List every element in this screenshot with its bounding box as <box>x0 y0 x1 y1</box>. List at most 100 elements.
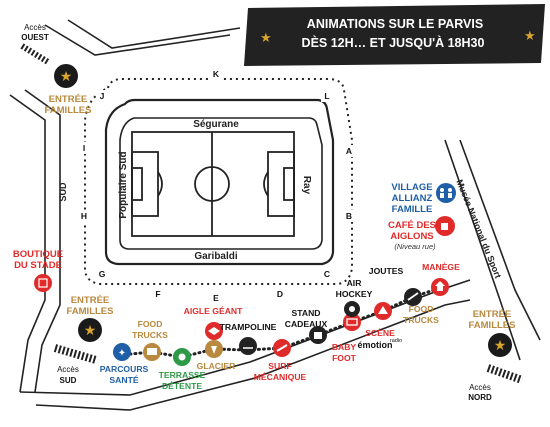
gate-g: G <box>96 268 108 280</box>
runner-icon <box>113 343 131 361</box>
svg-text:K: K <box>213 69 220 79</box>
star-icon <box>54 64 78 88</box>
svg-text:BABY: BABY <box>332 342 357 352</box>
poi-food-trucks-1[interactable]: FOOD TRUCKS <box>132 319 168 361</box>
svg-text:BOUTIQUE: BOUTIQUE <box>13 249 63 260</box>
svg-text:★: ★ <box>60 68 73 84</box>
svg-text:CAFÉ DES: CAFÉ DES <box>388 220 436 231</box>
svg-text:PARCOURS: PARCOURS <box>100 364 149 374</box>
svg-text:C: C <box>324 269 330 279</box>
stadium-shell <box>104 98 335 266</box>
banner-star-right: ★ <box>524 28 536 43</box>
poi-glacier[interactable]: GLACIER <box>197 340 236 371</box>
access-ouest: Accès OUEST <box>20 23 50 65</box>
svg-text:HOCKEY: HOCKEY <box>336 289 373 299</box>
gate-e: E <box>210 292 222 304</box>
poi-parcours-sante[interactable]: ✦ PARCOURS SANTÉ <box>100 343 149 385</box>
star-icon <box>488 333 512 357</box>
svg-text:GLACIER: GLACIER <box>197 361 236 371</box>
gate-j: J <box>96 90 108 102</box>
svg-text:J: J <box>100 91 105 101</box>
svg-text:JOUTES: JOUTES <box>369 266 404 276</box>
svg-text:ALLIANZ: ALLIANZ <box>392 193 433 204</box>
svg-text:FOOD: FOOD <box>409 304 434 314</box>
gate-l: L <box>321 90 333 102</box>
svg-text:FAMILLE: FAMILLE <box>392 204 433 215</box>
svg-text:E: E <box>213 293 219 303</box>
svg-text:A: A <box>346 146 352 156</box>
svg-text:ENTRÉE: ENTRÉE <box>49 94 88 105</box>
gate-i: I <box>78 142 90 154</box>
svg-text:SUD: SUD <box>60 376 77 385</box>
gate-b: B <box>343 210 355 222</box>
family-icon <box>436 183 456 203</box>
poi-cafe-aiglons[interactable]: CAFÉ DES AIGLONS (Niveau rue) <box>388 216 455 251</box>
svg-text:TRUCKS: TRUCKS <box>403 315 439 325</box>
svg-text:✦: ✦ <box>118 348 126 359</box>
svg-text:SURF: SURF <box>268 361 291 371</box>
entrance-sud: ENTRÉE FAMILLES ★ <box>67 295 114 342</box>
svg-text:FAMILLES: FAMILLES <box>45 105 92 116</box>
hatch-ouest <box>20 43 50 65</box>
svg-text:B: B <box>346 211 352 221</box>
poi-village-allianz[interactable]: VILLAGE ALLIANZ FAMILLE <box>391 182 456 215</box>
svg-text:MÉCANIQUE: MÉCANIQUE <box>254 372 307 382</box>
svg-text:FAMILLES: FAMILLES <box>469 320 516 331</box>
poi-air-hockey[interactable]: AIR HOCKEY <box>336 278 373 317</box>
gate-k: K <box>210 68 222 80</box>
svg-text:SCÈNE: SCÈNE <box>365 328 395 338</box>
poi-manege[interactable]: MANÈGE <box>422 262 460 296</box>
poi-boutique[interactable]: BOUTIQUE DU STADE <box>13 249 63 292</box>
gate-h: H <box>78 210 90 222</box>
gate-a: A <box>343 145 355 157</box>
poi-baby-foot[interactable]: BABY FOOT <box>332 313 361 363</box>
schedule-banner: ★ ★ ANIMATIONS SUR LE PARVIS DÈS 12H… ET… <box>244 4 545 66</box>
gate-c: C <box>321 268 333 280</box>
stand-north: Ségurane <box>193 119 239 130</box>
svg-text:Accès: Accès <box>24 23 46 32</box>
roads <box>9 19 541 411</box>
svg-text:F: F <box>155 289 160 299</box>
poi-aigle-geant[interactable]: AIGLE GÉANT <box>184 306 243 340</box>
poi-terrasse-detente[interactable]: TERRASSE DÉTENTE <box>159 348 206 391</box>
poi-scene-emotion[interactable]: SCÈNE émotion radio <box>358 302 403 350</box>
trampoline-icon <box>239 337 257 355</box>
table-football-icon <box>343 313 361 331</box>
poi-joutes[interactable]: JOUTES <box>369 266 422 306</box>
svg-text:TERRASSE: TERRASSE <box>159 370 206 380</box>
svg-text:AIR: AIR <box>347 278 363 288</box>
svg-text:★: ★ <box>84 322 97 338</box>
svg-text:TRUCKS: TRUCKS <box>132 330 168 340</box>
svg-text:CADEAUX: CADEAUX <box>285 319 328 329</box>
svg-text:STAND: STAND <box>292 308 321 318</box>
svg-text:MANÈGE: MANÈGE <box>422 262 460 272</box>
svg-text:L: L <box>324 91 329 101</box>
svg-text:I: I <box>83 143 85 153</box>
stand-east: Ray <box>301 176 312 195</box>
poi-trampoline[interactable]: TRAMPOLINE <box>220 322 277 355</box>
svg-text:DÉTENTE: DÉTENTE <box>162 381 202 391</box>
svg-text:FOOT: FOOT <box>332 353 357 363</box>
stand-west: Populaire Sud <box>118 151 129 218</box>
poi-surf-mecanique[interactable]: SURF MÉCANIQUE <box>254 339 307 382</box>
poi-food-trucks-2[interactable]: FOOD TRUCKS <box>403 304 439 325</box>
svg-text:ENTRÉE: ENTRÉE <box>473 309 512 320</box>
access-sud: Accès SUD <box>53 344 98 385</box>
gate-d: D <box>274 288 286 300</box>
svg-text:FAMILLES: FAMILLES <box>67 306 114 317</box>
entrance-nord: ENTRÉE FAMILLES ★ <box>469 309 516 357</box>
star-icon <box>78 318 102 342</box>
gates: K L A B C D E F G H I J <box>78 68 355 304</box>
football-pitch <box>131 131 295 237</box>
poi-stand-cadeaux[interactable]: STAND CADEAUX <box>285 308 328 344</box>
svg-text:émotion: émotion <box>358 340 393 350</box>
svg-text:Accès: Accès <box>57 365 79 374</box>
gate-f: F <box>152 288 164 300</box>
svg-text:AIGLE GÉANT: AIGLE GÉANT <box>184 306 243 316</box>
svg-text:TRAMPOLINE: TRAMPOLINE <box>220 322 277 332</box>
shopping-bag-icon <box>34 274 52 292</box>
banner-star-left: ★ <box>260 30 272 45</box>
svg-text:radio: radio <box>390 338 402 344</box>
svg-text:SANTÉ: SANTÉ <box>109 375 138 385</box>
